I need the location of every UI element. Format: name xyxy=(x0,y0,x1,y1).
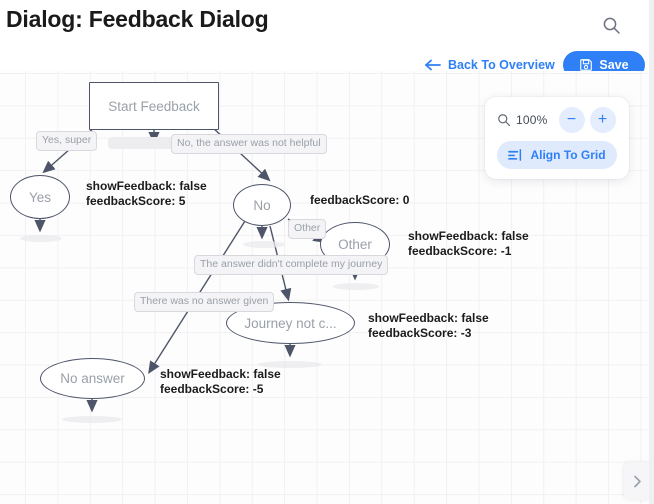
edge-label-no-answer-given[interactable]: There was no answer given xyxy=(134,292,275,312)
save-label: Save xyxy=(599,58,629,72)
node-label: No xyxy=(253,197,271,213)
annotation-yes: showFeedback: false feedbackScore: 5 xyxy=(86,179,207,209)
flow-canvas[interactable]: Start Feedback Yes No Other Journey not … xyxy=(0,71,649,504)
annotation-line: feedbackScore: -1 xyxy=(408,244,512,258)
annotation-line: feedbackScore: 0 xyxy=(310,193,410,207)
edge-label-other[interactable]: Other xyxy=(288,219,327,239)
right-panel-toggle[interactable] xyxy=(624,462,650,500)
page-title: Dialog: Feedback Dialog xyxy=(6,6,269,32)
zoom-in-button[interactable]: + xyxy=(589,107,616,133)
back-to-overview-link[interactable]: Back To Overview xyxy=(424,58,555,72)
annotation-other: showFeedback: false feedbackScore: -1 xyxy=(408,229,529,259)
align-to-grid-icon xyxy=(508,149,522,161)
annotation-line: feedbackScore: -5 xyxy=(160,382,264,396)
annotation-line: showFeedback: false xyxy=(368,311,489,325)
edge-label-text: Yes, super xyxy=(42,134,92,146)
arrow-left-icon xyxy=(425,59,441,71)
edge-label-text: There was no answer given xyxy=(140,295,269,307)
annotation-line: showFeedback: false xyxy=(86,179,207,193)
node-yes[interactable]: Yes xyxy=(10,175,70,219)
back-to-overview-label: Back To Overview xyxy=(448,58,555,72)
annotation-no: feedbackScore: 0 xyxy=(310,193,409,208)
node-label: Start Feedback xyxy=(108,98,200,114)
node-label: Journey not c... xyxy=(244,315,337,331)
node-shadow xyxy=(333,283,379,290)
node-shadow xyxy=(62,416,122,423)
annotation-journey: showFeedback: false feedbackScore: -3 xyxy=(368,311,489,341)
node-shadow xyxy=(243,241,285,248)
align-to-grid-button[interactable]: Align To Grid xyxy=(497,141,617,169)
edge-label-not-complete-journey[interactable]: The answer didn't complete my journey xyxy=(194,255,389,275)
edge-label-yes-super[interactable]: Yes, super xyxy=(36,131,98,151)
search-icon[interactable] xyxy=(598,12,624,38)
node-shadow xyxy=(258,361,322,368)
align-to-grid-label: Align To Grid xyxy=(530,148,606,162)
chevron-right-icon xyxy=(633,475,641,487)
search-icon xyxy=(497,113,511,127)
zoom-level-value: 100% xyxy=(516,113,548,127)
edge-label-text: Other xyxy=(294,222,321,234)
save-disk-icon xyxy=(580,59,593,71)
edge-label-text: The answer didn't complete my journey xyxy=(200,258,383,270)
edge-label-text: No, the answer was not helpful xyxy=(177,137,321,149)
zoom-out-button[interactable]: − xyxy=(558,107,585,133)
node-start-feedback[interactable]: Start Feedback xyxy=(89,82,219,130)
annotation-line: showFeedback: false xyxy=(160,367,281,381)
zoom-control-panel: 100% − + Align To Grid xyxy=(485,97,629,179)
node-no[interactable]: No xyxy=(233,184,291,226)
vertical-scrollbar[interactable] xyxy=(649,0,654,504)
annotation-line: feedbackScore: 5 xyxy=(86,194,186,208)
annotation-line: feedbackScore: -3 xyxy=(368,326,472,340)
node-label: No answer xyxy=(60,371,125,386)
node-label: Other xyxy=(338,237,372,252)
annotation-line: showFeedback: false xyxy=(408,229,529,243)
annotation-no-answer: showFeedback: false feedbackScore: -5 xyxy=(160,367,281,397)
node-label: Yes xyxy=(28,189,52,205)
node-no-answer[interactable]: No answer xyxy=(40,358,145,399)
node-shadow xyxy=(20,235,62,242)
edge-label-not-helpful[interactable]: No, the answer was not helpful xyxy=(171,134,327,154)
